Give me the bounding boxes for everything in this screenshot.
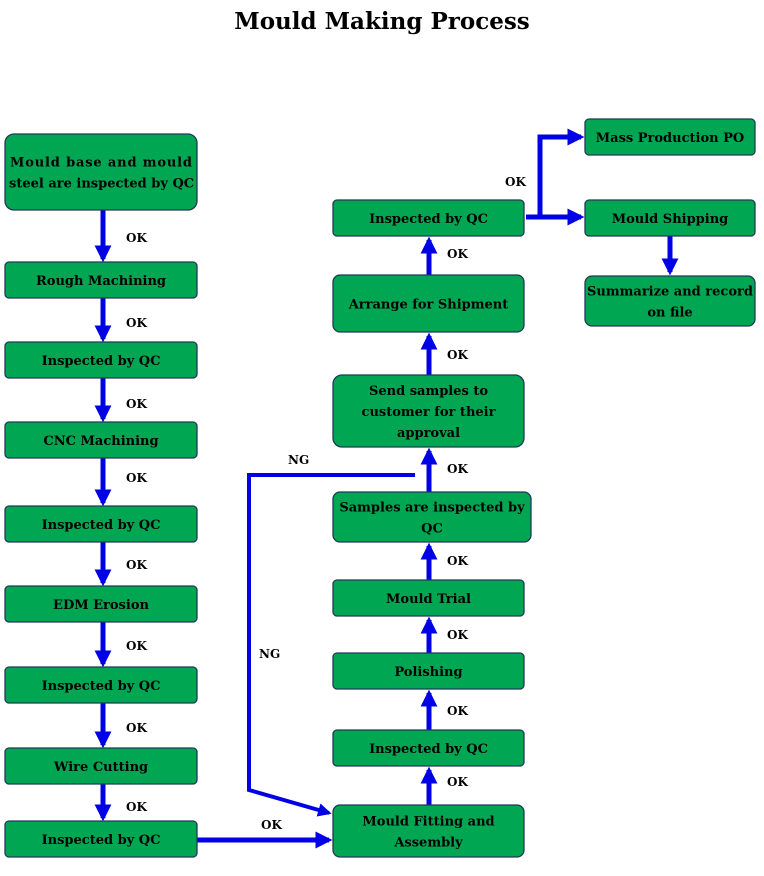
node-box bbox=[332, 274, 525, 333]
edge-ng-loop bbox=[247, 473, 415, 817]
nodes: Mould base and mould steel are inspected … bbox=[4, 118, 756, 858]
node-box bbox=[332, 652, 525, 690]
node-label: Mould Trial bbox=[386, 592, 471, 607]
node-summarize-record: Summarize and record on file bbox=[584, 275, 756, 327]
node-box bbox=[584, 118, 756, 156]
node-box bbox=[4, 133, 198, 211]
node-label: Inspected by QC bbox=[42, 833, 161, 848]
node-box bbox=[4, 421, 198, 459]
node-box bbox=[332, 374, 525, 448]
ok-label-right-6: OK bbox=[447, 348, 468, 362]
node-box bbox=[332, 579, 525, 617]
node-label: Rough Machining bbox=[36, 274, 166, 289]
ok-label-left-2: OK bbox=[126, 316, 147, 330]
node-label: steel are inspected by QC bbox=[9, 177, 194, 192]
node-box bbox=[332, 729, 525, 767]
ok-label-top: OK bbox=[505, 175, 526, 189]
node-label: Send samples to bbox=[369, 384, 488, 399]
node-box bbox=[4, 505, 198, 543]
node-edm-erosion: EDM Erosion bbox=[4, 585, 198, 623]
node-label: approval bbox=[397, 426, 460, 441]
node-mould-shipping: Mould Shipping bbox=[584, 199, 756, 237]
node-box bbox=[4, 261, 198, 299]
node-label: EDM Erosion bbox=[53, 598, 149, 613]
node-mould-trial: Mould Trial bbox=[332, 579, 525, 617]
node-box bbox=[332, 199, 525, 237]
node-label: Mould Shipping bbox=[612, 212, 729, 227]
node-rough-machining: Rough Machining bbox=[4, 261, 198, 299]
node-label: Inspected by QC bbox=[369, 742, 488, 757]
node-label: Assembly bbox=[393, 836, 463, 851]
node-label: QC bbox=[421, 522, 443, 537]
ok-label-left-4: OK bbox=[126, 471, 147, 485]
node-label: Inspected by QC bbox=[42, 518, 161, 533]
ng-label-side: NG bbox=[259, 647, 280, 661]
node-label: Inspected by QC bbox=[42, 679, 161, 694]
node-label: Mass Production PO bbox=[596, 131, 744, 146]
node-label: Samples are inspected by bbox=[339, 501, 525, 516]
ok-label-right-3: OK bbox=[447, 628, 468, 642]
ok-label-left-5: OK bbox=[126, 558, 147, 572]
ok-label-right-5: OK bbox=[447, 462, 468, 476]
node-box bbox=[4, 585, 198, 623]
node-inspected-by-qc-4: Inspected by QC bbox=[4, 820, 198, 858]
node-send-samples: Send samples to customer for their approva… bbox=[332, 374, 525, 448]
node-arrange-shipment: Arrange for Shipment bbox=[332, 274, 525, 333]
node-label: on file bbox=[647, 306, 692, 321]
node-label: Polishing bbox=[394, 665, 462, 680]
node-label: Inspected by QC bbox=[369, 212, 488, 227]
node-box bbox=[332, 804, 525, 858]
node-label: Inspected by QC bbox=[42, 354, 161, 369]
node-label: customer for their bbox=[362, 405, 496, 420]
node-label: CNC Machining bbox=[43, 434, 158, 449]
node-label: Mould base and mould bbox=[10, 156, 192, 171]
node-box bbox=[4, 747, 198, 785]
node-label: Arrange for Shipment bbox=[348, 298, 509, 313]
page-title: Mould Making Process bbox=[234, 8, 530, 35]
node-box bbox=[4, 341, 198, 379]
ok-label-right-2: OK bbox=[447, 704, 468, 718]
node-inspected-by-qc-1: Inspected by QC bbox=[4, 341, 198, 379]
node-polishing: Polishing bbox=[332, 652, 525, 690]
node-mould-base-inspection: Mould base and mould steel are inspected … bbox=[4, 133, 198, 211]
ok-label-right-4: OK bbox=[447, 554, 468, 568]
node-cnc-machining: CNC Machining bbox=[4, 421, 198, 459]
node-inspected-by-qc-2: Inspected by QC bbox=[4, 505, 198, 543]
ok-label-left-1: OK bbox=[126, 231, 147, 245]
ok-label-left-7: OK bbox=[126, 721, 147, 735]
edges bbox=[94, 128, 679, 849]
ok-label-left-3: OK bbox=[126, 397, 147, 411]
node-box bbox=[584, 199, 756, 237]
ok-label-bottom: OK bbox=[261, 818, 282, 832]
edge-ng-loop-inner bbox=[252, 477, 415, 786]
node-mass-production-po: Mass Production PO bbox=[584, 118, 756, 156]
edge-labels: OK OK OK OK OK OK OK OK OK OK OK OK OK OK OK OK OK NG NG bbox=[126, 175, 526, 832]
node-samples-inspected: Samples are inspected by QC bbox=[332, 491, 532, 543]
node-wire-cutting: Wire Cutting bbox=[4, 747, 198, 785]
ok-label-left-8: OK bbox=[126, 800, 147, 814]
node-inspected-by-qc-5: Inspected by QC bbox=[332, 729, 525, 767]
ok-label-right-7: OK bbox=[447, 247, 468, 261]
node-box bbox=[584, 275, 756, 327]
node-inspected-by-qc-6: Inspected by QC bbox=[332, 199, 525, 237]
node-label: Summarize and record bbox=[587, 285, 753, 300]
node-box bbox=[332, 491, 532, 543]
node-label: Wire Cutting bbox=[53, 760, 148, 775]
ok-label-right-1: OK bbox=[447, 775, 468, 789]
node-box bbox=[4, 666, 198, 704]
edge-qc6-to-mass-po bbox=[537, 128, 585, 217]
ng-label-top: NG bbox=[288, 453, 309, 467]
node-box bbox=[4, 820, 198, 858]
node-label: Mould Fitting and bbox=[362, 815, 494, 830]
node-inspected-by-qc-3: Inspected by QC bbox=[4, 666, 198, 704]
ok-label-left-6: OK bbox=[126, 639, 147, 653]
